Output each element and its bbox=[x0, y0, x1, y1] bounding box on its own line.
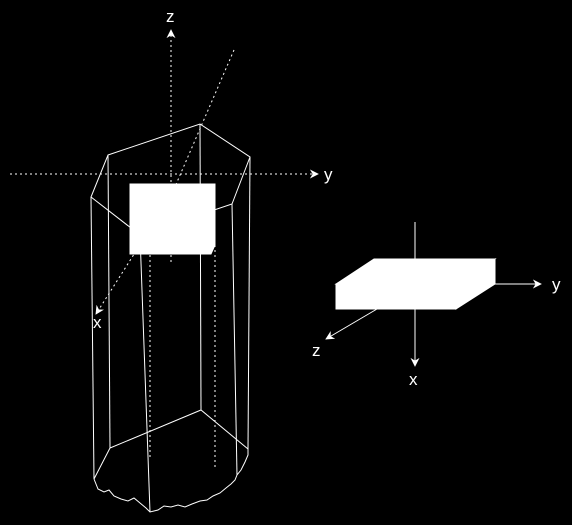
right-crystal-plate bbox=[334, 258, 497, 310]
prism-bottom-section bbox=[109, 409, 249, 450]
right-plate-side bbox=[455, 258, 496, 310]
right-y-label: y bbox=[552, 275, 561, 294]
left-x-axis bbox=[95, 195, 172, 315]
left-axes bbox=[10, 29, 319, 315]
left-y-label: y bbox=[324, 165, 333, 184]
right-plate-front bbox=[335, 283, 457, 310]
prism-edge bbox=[199, 123, 202, 411]
right-z-label: z bbox=[312, 341, 321, 360]
prism-edge bbox=[90, 196, 95, 480]
prism-bottom-section bbox=[93, 447, 111, 480]
right-z-axis bbox=[325, 308, 378, 340]
prism-edge bbox=[107, 154, 111, 449]
prism-edge bbox=[247, 156, 251, 450]
hexagonal-prism bbox=[90, 123, 251, 513]
left-axis-extension bbox=[170, 49, 235, 197]
left-z-label: z bbox=[166, 7, 175, 26]
right-axes bbox=[325, 222, 542, 367]
prism-broken-base bbox=[93, 449, 249, 513]
left-crystal-plate bbox=[129, 183, 216, 255]
prism-edge bbox=[139, 234, 151, 513]
left-x-label: x bbox=[93, 313, 102, 332]
right-x-label: x bbox=[409, 370, 418, 389]
prism-edge bbox=[231, 203, 238, 476]
